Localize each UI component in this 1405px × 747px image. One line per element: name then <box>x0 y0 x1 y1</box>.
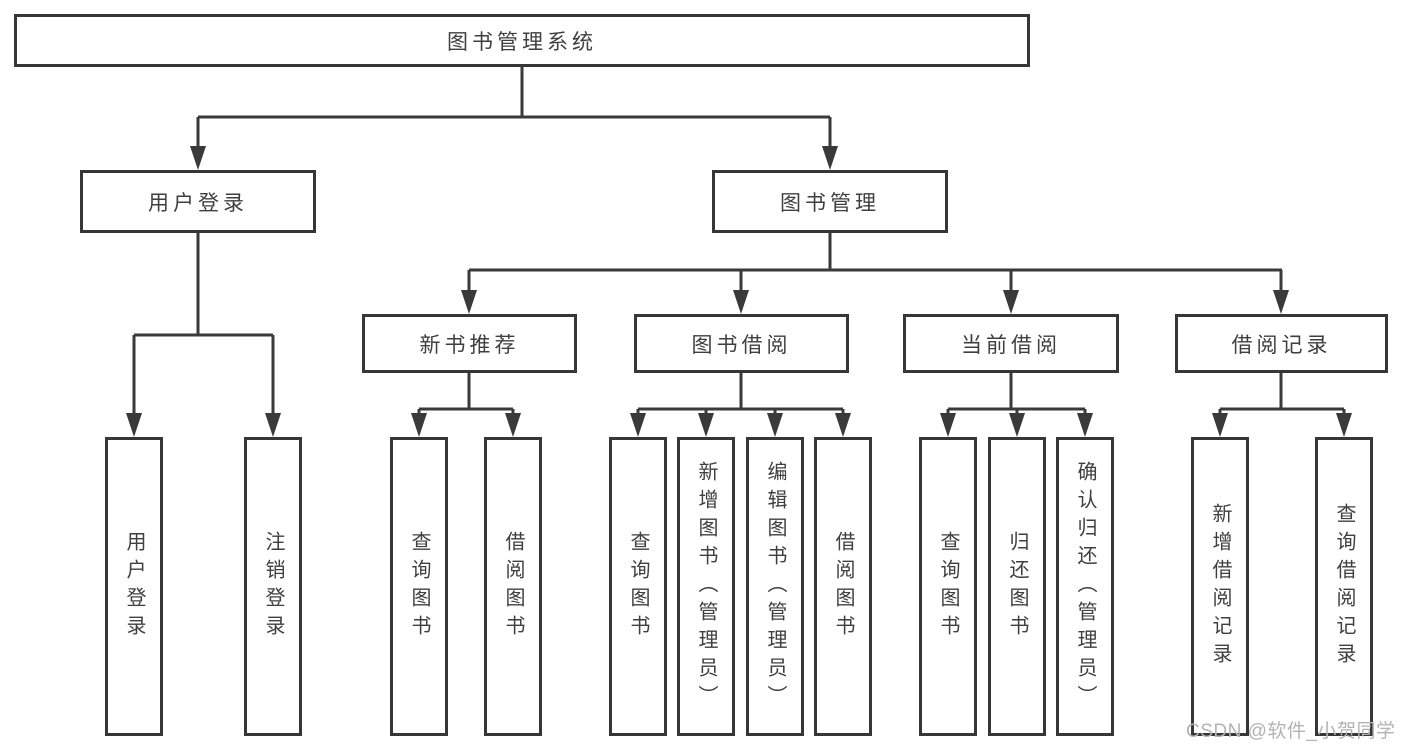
node-new-book-recommendation: 新书推荐 <box>362 314 577 373</box>
node-borrowing-records: 借阅记录 <box>1175 314 1388 373</box>
node-current-borrowing: 当前借阅 <box>903 314 1119 373</box>
leaf-borrowing-edit-books-admin: 编辑图书（管理员） <box>746 437 804 736</box>
node-library-management-system: 图书管理系统 <box>14 14 1030 67</box>
leaf-borrowing-add-books-admin: 新增图书（管理员） <box>677 437 735 736</box>
watermark-text: CSDN @软件_小贺同学 <box>1186 721 1396 742</box>
leaf-borrowing-query-books: 查询图书 <box>609 437 667 736</box>
node-user-login: 用户登录 <box>80 170 316 233</box>
leaf-user-login: 用户登录 <box>105 437 163 736</box>
leaf-logout-login: 注销登录 <box>244 437 302 736</box>
leaf-current-query-books: 查询图书 <box>919 437 977 736</box>
leaf-records-add-borrow-record: 新增借阅记录 <box>1191 437 1249 736</box>
leaf-records-query-borrow-record: 查询借阅记录 <box>1315 437 1373 736</box>
leaf-current-return-books: 归还图书 <box>988 437 1046 736</box>
leaf-borrowing-borrow-books: 借阅图书 <box>814 437 872 736</box>
leaf-recommend-query-books: 查询图书 <box>390 437 448 736</box>
leaf-recommend-borrow-books: 借阅图书 <box>484 437 542 736</box>
node-book-management: 图书管理 <box>712 170 948 233</box>
node-book-borrowing: 图书借阅 <box>634 314 849 373</box>
leaf-current-confirm-return-admin: 确认归还（管理员） <box>1056 437 1114 736</box>
